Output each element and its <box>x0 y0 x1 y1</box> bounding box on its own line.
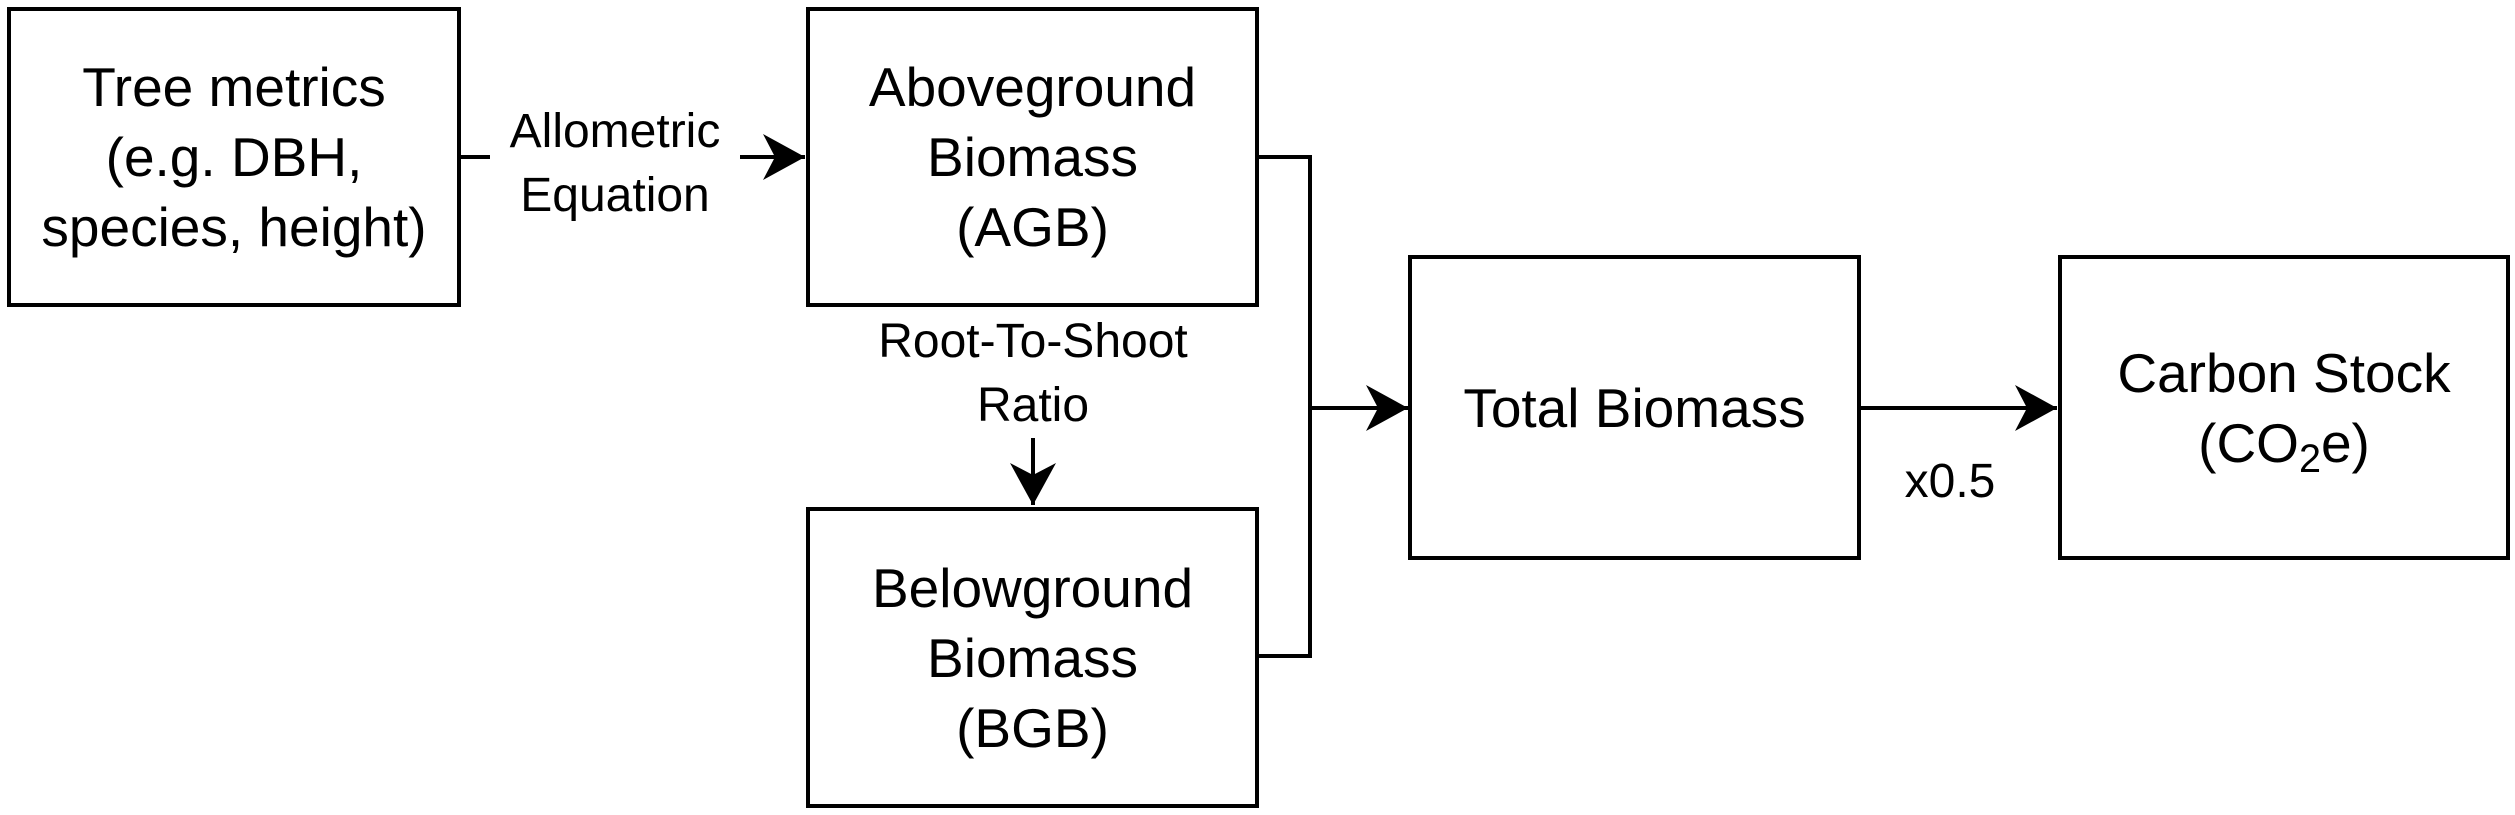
allometric-line-2: Equation <box>520 169 710 222</box>
allometric-equation-label: Allometric Equation <box>490 100 740 228</box>
arrowhead-agb-to-bgb <box>1010 463 1056 505</box>
carbon-stock-line-1: Carbon Stock <box>2117 341 2451 404</box>
connector-agb-to-junction <box>1258 155 1312 658</box>
belowground-biomass-node: Belowground Biomass (BGB) <box>806 507 1259 808</box>
factor-text: x0.5 <box>1904 455 1996 508</box>
tree-metrics-line-1: Tree metrics <box>82 56 386 118</box>
arrowhead-tree-to-agb <box>763 134 805 180</box>
agb-line-2: Biomass <box>927 126 1138 188</box>
root-to-shoot-line-2: Ratio <box>976 379 1090 432</box>
aboveground-biomass-node: Aboveground Biomass (AGB) <box>806 7 1259 307</box>
carbon-factor-label: x0.5 <box>1880 450 2020 514</box>
bgb-line-1: Belowground <box>871 556 1194 619</box>
agb-line-1: Aboveground <box>868 56 1197 118</box>
tree-metrics-line-2: (e.g. DBH, <box>105 126 363 188</box>
allometric-line-1: Allometric <box>509 105 721 158</box>
co2e-suffix: e) <box>2320 411 2370 474</box>
total-biomass-node: Total Biomass <box>1408 255 1861 560</box>
bgb-line-3: (BGB) <box>956 696 1109 759</box>
agb-line-3: (AGB) <box>956 196 1109 258</box>
arrowhead-total-to-carbon <box>2015 385 2057 431</box>
co2e-subscript: 2 <box>2298 436 2321 481</box>
carbon-stock-node: Carbon Stock (CO2e) <box>2058 255 2510 560</box>
carbon-stock-line-2: (CO2e) <box>2198 408 2370 481</box>
tree-metrics-node: Tree metrics (e.g. DBH, species, height) <box>7 7 461 307</box>
bgb-line-2: Biomass <box>927 626 1138 689</box>
co2e-prefix: (CO <box>2198 411 2299 474</box>
root-to-shoot-label: Root-To-Shoot Ratio <box>848 310 1218 438</box>
arrowhead-junction-to-total <box>1366 385 1408 431</box>
root-to-shoot-line-1: Root-To-Shoot <box>878 315 1188 368</box>
tree-metrics-line-3: species, height) <box>41 196 427 258</box>
total-biomass-label: Total Biomass <box>1463 376 1806 439</box>
